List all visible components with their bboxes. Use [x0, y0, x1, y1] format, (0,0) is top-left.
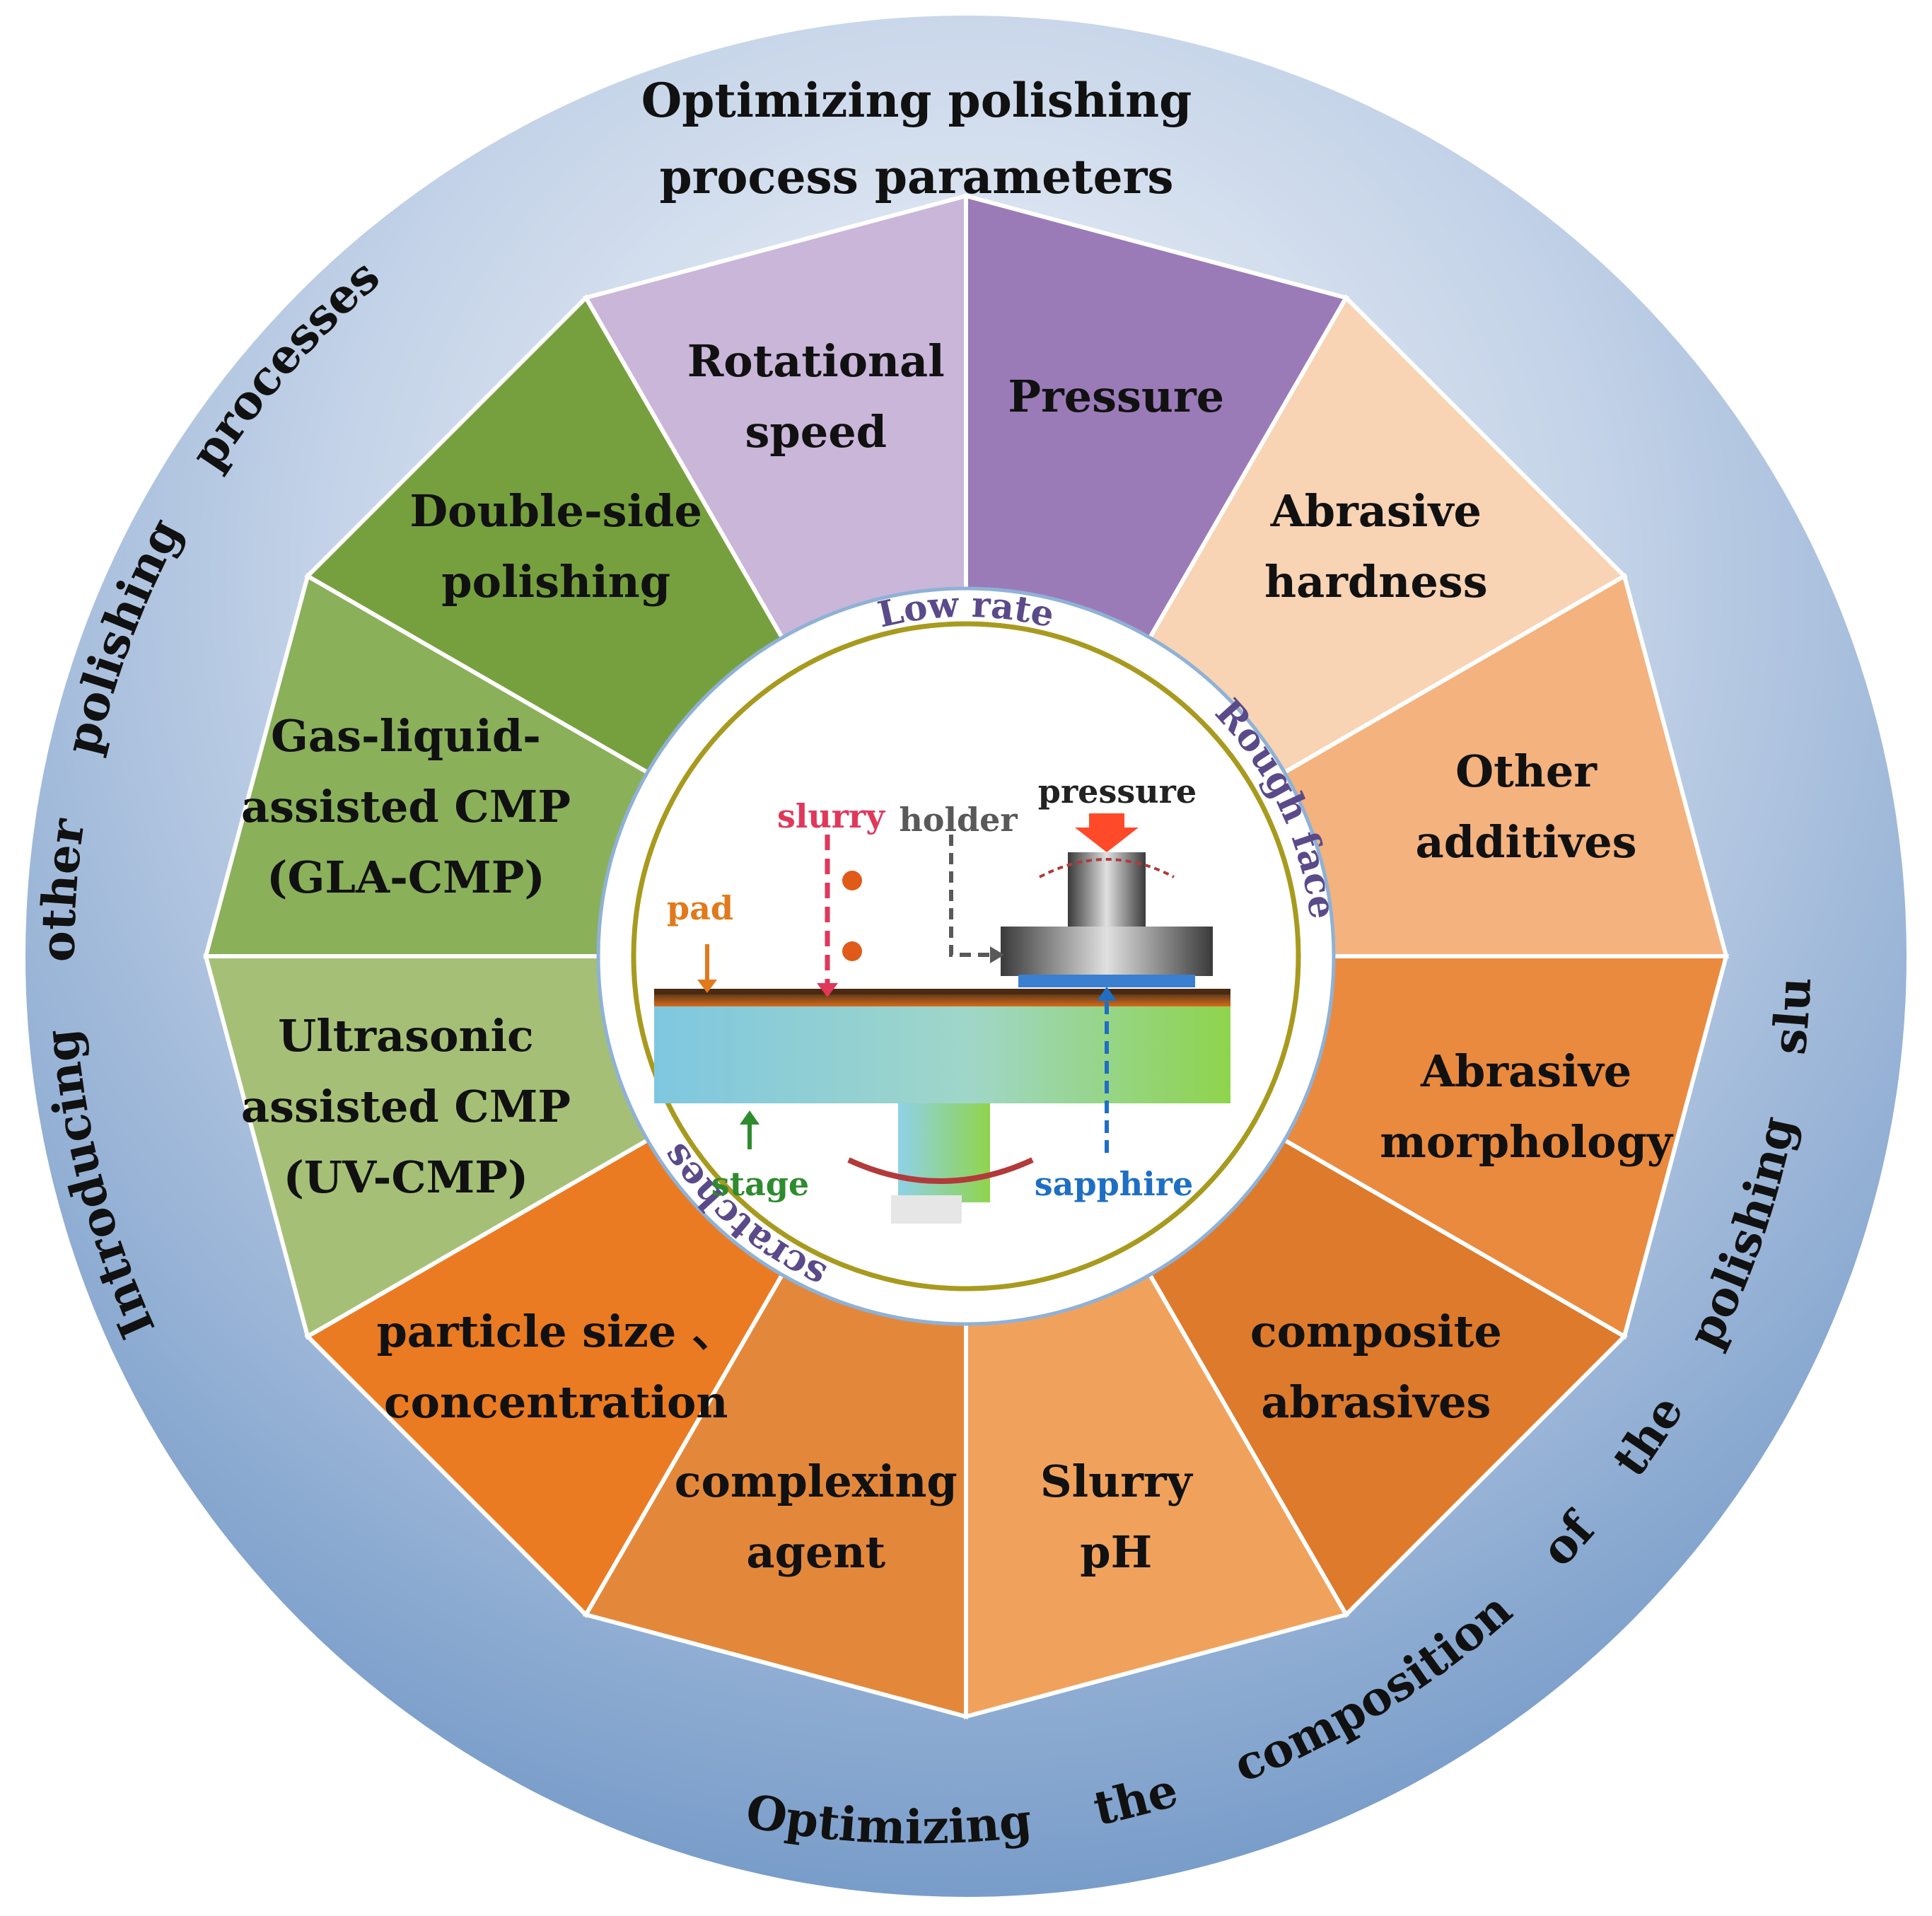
sector-label-abrasive-hardness: Abrasive hardness — [1264, 485, 1488, 608]
holder-rotation-icon — [1039, 858, 1175, 878]
sector-label-line: pH — [1080, 1526, 1152, 1578]
sector-label-line: (GLA-CMP) — [267, 852, 545, 903]
sector-label-line: Ultrasonic — [278, 1010, 534, 1062]
sector-label-line: Double-side — [409, 485, 702, 537]
sector-label-line: Pressure — [1008, 371, 1224, 422]
sector-label-line: morphology — [1380, 1116, 1674, 1168]
sector-label-line: hardness — [1264, 556, 1488, 608]
sector-label-line: assisted CMP — [241, 1081, 571, 1132]
sector-label-pressure: Pressure — [1008, 371, 1224, 422]
pressure-arrow-icon — [1075, 813, 1139, 852]
sector-label-line: concentration — [384, 1376, 728, 1428]
sector-label-line: additives — [1416, 816, 1637, 868]
sector-label-gas-liquid-assisted-cmp: Gas-liquid-assisted CMP (GLA-CMP) — [241, 710, 571, 903]
sector-label-ultrasonic-assisted-cmp: Ultrasonic assisted CMP (UV-CMP) — [241, 1010, 571, 1203]
sapphire-wafer — [1018, 975, 1195, 987]
sector-label-line: agent — [746, 1526, 885, 1578]
sector-label-other-additives: Other additives — [1416, 745, 1637, 868]
stage-label: stage — [711, 1165, 809, 1203]
pad-brown-line — [654, 989, 1230, 994]
sector-label-rotational-speed: Rotational speed — [687, 335, 945, 458]
inner-ring — [631, 621, 1301, 1291]
holder-arrow — [949, 835, 994, 957]
sector-label-line: Slurry — [1040, 1456, 1194, 1507]
sector-label-line: composite — [1250, 1306, 1502, 1357]
sector-label-abrasive-morphology: Abrasive morphology — [1380, 1045, 1674, 1168]
sapphire-arrowhead — [1097, 987, 1117, 1001]
pad-arrowhead — [697, 980, 717, 993]
slurry-drop-icon — [842, 871, 862, 890]
sector-label-line: abrasives — [1261, 1376, 1491, 1428]
pressure-label: pressure — [1038, 772, 1197, 811]
sector-label-line: Abrasive — [1270, 485, 1482, 537]
sector-label-line: Gas-liquid- — [271, 710, 541, 762]
holder-arrowhead — [990, 946, 1004, 963]
sector-label-composite-abrasives: composite abrasives — [1250, 1306, 1502, 1428]
slurry-label: slurry — [777, 797, 885, 835]
sector-label-line: speed — [745, 406, 888, 458]
ring-label-top: Optimizing polishing — [641, 73, 1192, 128]
pad-layer — [654, 994, 1230, 1006]
sector-label-line: polishing — [441, 556, 670, 608]
holder-base — [1001, 927, 1213, 976]
pad-label: pad — [667, 889, 733, 927]
stage-block — [654, 1004, 1230, 1103]
sector-label-line: Rotational — [687, 335, 945, 387]
stage-shaft — [898, 1096, 990, 1202]
ring-label-top: process parameters — [659, 149, 1173, 204]
sector-label-line: (UV-CMP) — [284, 1151, 529, 1203]
sector-label-particle-size-concentration: particle size 、 concentration — [376, 1306, 735, 1428]
sapphire-label: sapphire — [1035, 1165, 1193, 1203]
sector-label-line: assisted CMP — [241, 781, 571, 832]
stage-arrowhead — [740, 1110, 760, 1125]
stage-rotation-icon — [847, 1157, 1034, 1184]
sector-label-line: Abrasive — [1420, 1045, 1631, 1097]
holder-top — [1068, 852, 1146, 930]
sector-label-double-side-polishing: Double-side polishing — [409, 485, 702, 608]
cmp-schematic: slurry holder pressure pad stage sapphir… — [654, 772, 1230, 1224]
slurry-drop-icon — [842, 941, 862, 961]
sector-label-slurry-ph: Slurry pH — [1040, 1456, 1194, 1578]
sector-label-line: Other — [1455, 745, 1598, 797]
shaft-shadow — [891, 1195, 962, 1224]
holder-label: holder — [899, 801, 1018, 839]
sector-label-complexing-agent: complexing agent — [675, 1456, 958, 1578]
slurry-arrowhead — [817, 983, 838, 997]
sector-label-line: particle size 、 — [376, 1306, 735, 1357]
sector-label-line: complexing — [675, 1456, 958, 1507]
